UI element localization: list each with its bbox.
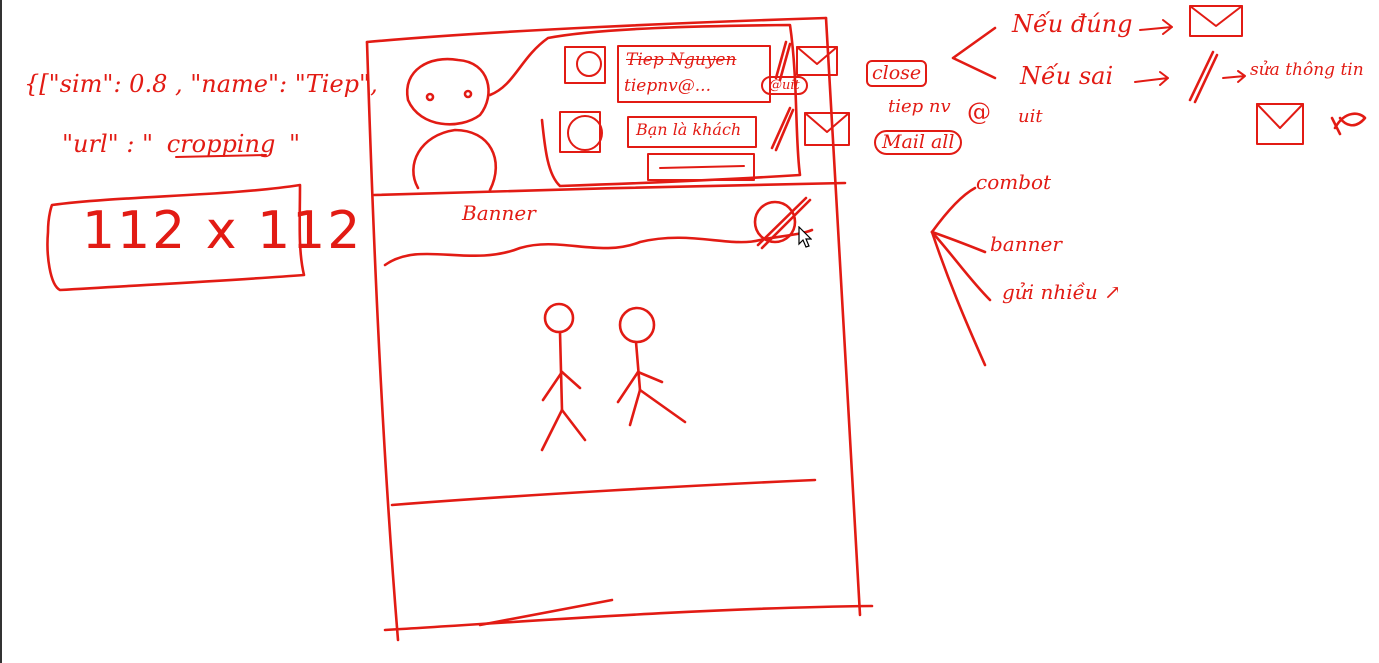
size-label: 112 x 112 <box>82 201 363 261</box>
envelope-icon <box>1189 5 1243 37</box>
url-underline <box>175 154 267 158</box>
json-url-value: cropping <box>166 130 276 158</box>
option-send-many: gửi nhiều ↗ <box>1002 280 1121 304</box>
branch-fan <box>930 186 992 367</box>
arrow-icon <box>1134 71 1169 86</box>
person-icon <box>616 306 687 427</box>
profile2-name: Bạn là khách <box>636 120 742 139</box>
row1-name-box <box>617 45 771 103</box>
pencil-icon <box>1188 50 1219 104</box>
pencil-icon <box>774 40 792 82</box>
person-icon <box>540 302 587 452</box>
email-prefix: tiep nv <box>888 96 951 117</box>
row2-name-box <box>627 116 757 148</box>
row2-avatar <box>559 111 603 153</box>
row2-button <box>647 153 755 181</box>
pencil-icon <box>770 106 795 152</box>
profile1-email: tiepnv@... <box>624 76 711 96</box>
envelope-icon <box>796 46 838 76</box>
json-url-end: " <box>288 130 300 158</box>
json-annotation-line2: "url" : " cropping " <box>62 132 300 156</box>
envelope-icon <box>804 112 850 146</box>
banner-wave <box>383 228 814 267</box>
row1-avatar <box>564 46 606 84</box>
envelope-icon <box>1256 103 1304 145</box>
arrow-icon <box>1139 19 1173 35</box>
content-divider <box>390 478 817 507</box>
json-url-key: "url" : " <box>62 130 154 158</box>
phone-frame <box>365 16 874 642</box>
profile1-name: Tiep Nguyen <box>626 50 737 70</box>
cursor-icon <box>798 226 812 248</box>
branch-arrows-top <box>951 26 997 80</box>
if-wrong-label: Nếu sai <box>1020 62 1114 90</box>
if-correct-label: Nếu đúng <box>1012 10 1133 38</box>
profile-panel <box>488 23 802 188</box>
email-at-sign: @ <box>967 98 991 126</box>
json-annotation-line1: {["sim": 0.8 , "name": "Tiep", <box>24 70 378 98</box>
banner-label: Banner <box>462 201 536 225</box>
avatar-figure <box>405 57 498 192</box>
left-edge <box>0 0 2 663</box>
banner-remove-icon <box>753 196 812 250</box>
header-divider <box>372 181 847 197</box>
option-banner: banner <box>990 232 1062 256</box>
scribble-icon <box>1330 112 1367 136</box>
email-domain: uit <box>1018 106 1043 127</box>
close-label: close <box>866 60 928 87</box>
arrow-icon <box>1222 70 1246 83</box>
edit-info-label: sửa thông tin <box>1250 60 1364 80</box>
option-combot: combot <box>976 170 1052 194</box>
profile1-domain-badge: @uit <box>761 76 808 95</box>
size-label-box <box>46 183 306 292</box>
mail-all-label: Mail all <box>874 130 963 155</box>
